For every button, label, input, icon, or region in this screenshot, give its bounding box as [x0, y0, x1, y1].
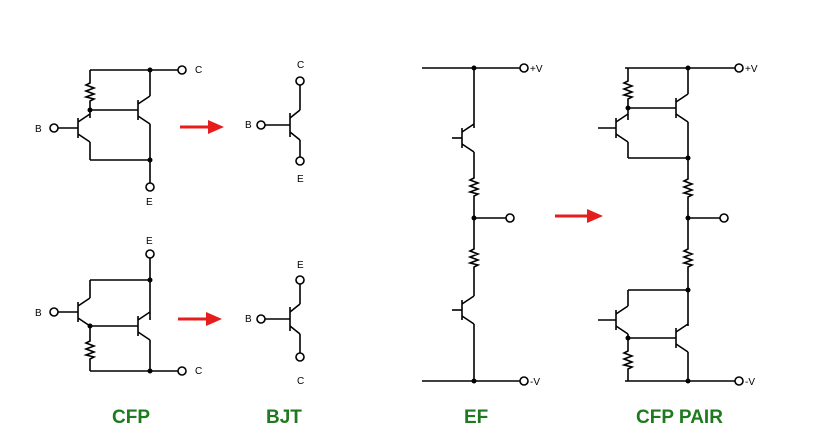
cfp-bottom-e-terminal [145, 249, 155, 259]
cfp-bottom-c-label: C [195, 366, 202, 377]
arrow-ef-to-cfp-pair [555, 209, 603, 223]
ef-output-terminal [505, 213, 515, 223]
bjt-top-b-label: B [245, 120, 252, 131]
ef-vpos-terminal [519, 63, 529, 73]
bjt-bottom-c-terminal [295, 352, 305, 362]
cfp-top-e-label: E [146, 197, 153, 208]
cfp-top-c-terminal [177, 65, 187, 75]
cfp-top-b-label: B [35, 124, 42, 135]
ef-vneg-label: -V [530, 377, 540, 388]
bjt-bottom-e-label: E [297, 260, 304, 271]
cfp-bottom-circuit [58, 258, 178, 372]
cfp-pair-vpos-terminal [734, 63, 744, 73]
cfp-bottom-b-terminal [49, 307, 59, 317]
cfp-pair-vneg-label: -V [745, 377, 755, 388]
bjt-top-symbol [265, 84, 301, 158]
cfp-bottom-b-label: B [35, 308, 42, 319]
caption-ef: EF [464, 407, 488, 428]
bjt-bottom-b-terminal [256, 314, 266, 324]
cfp-pair-output-terminal [719, 213, 729, 223]
caption-cfp-pair: CFP PAIR [636, 407, 723, 428]
bjt-bottom-c-label: C [297, 376, 304, 387]
cfp-pair-vpos-label: +V [745, 64, 758, 75]
caption-bjt: BJT [266, 407, 302, 428]
arrow-cfp-to-bjt-bottom [178, 312, 222, 326]
cfp-bottom-e-label: E [146, 236, 153, 247]
bjt-top-b-terminal [256, 120, 266, 130]
bjt-top-e-label: E [297, 174, 304, 185]
cfp-top-b-terminal [49, 123, 59, 133]
arrow-cfp-to-bjt-top [180, 120, 224, 134]
cfp-top-circuit [58, 69, 180, 185]
bjt-top-c-label: C [297, 60, 304, 71]
ef-circuit [422, 67, 520, 382]
cfp-pair-circuit [598, 67, 735, 382]
bjt-bottom-e-terminal [295, 275, 305, 285]
bjt-top-c-terminal [295, 76, 305, 86]
bjt-bottom-b-label: B [245, 314, 252, 325]
ef-vneg-terminal [519, 376, 529, 386]
cfp-pair-vneg-terminal [734, 376, 744, 386]
cfp-top-e-terminal [145, 182, 155, 192]
cfp-bottom-c-terminal [177, 366, 187, 376]
bjt-top-e-terminal [295, 156, 305, 166]
bjt-bottom-symbol [265, 283, 301, 354]
caption-cfp: CFP [112, 407, 150, 428]
ef-vpos-label: +V [530, 64, 543, 75]
cfp-top-c-label: C [195, 65, 202, 76]
